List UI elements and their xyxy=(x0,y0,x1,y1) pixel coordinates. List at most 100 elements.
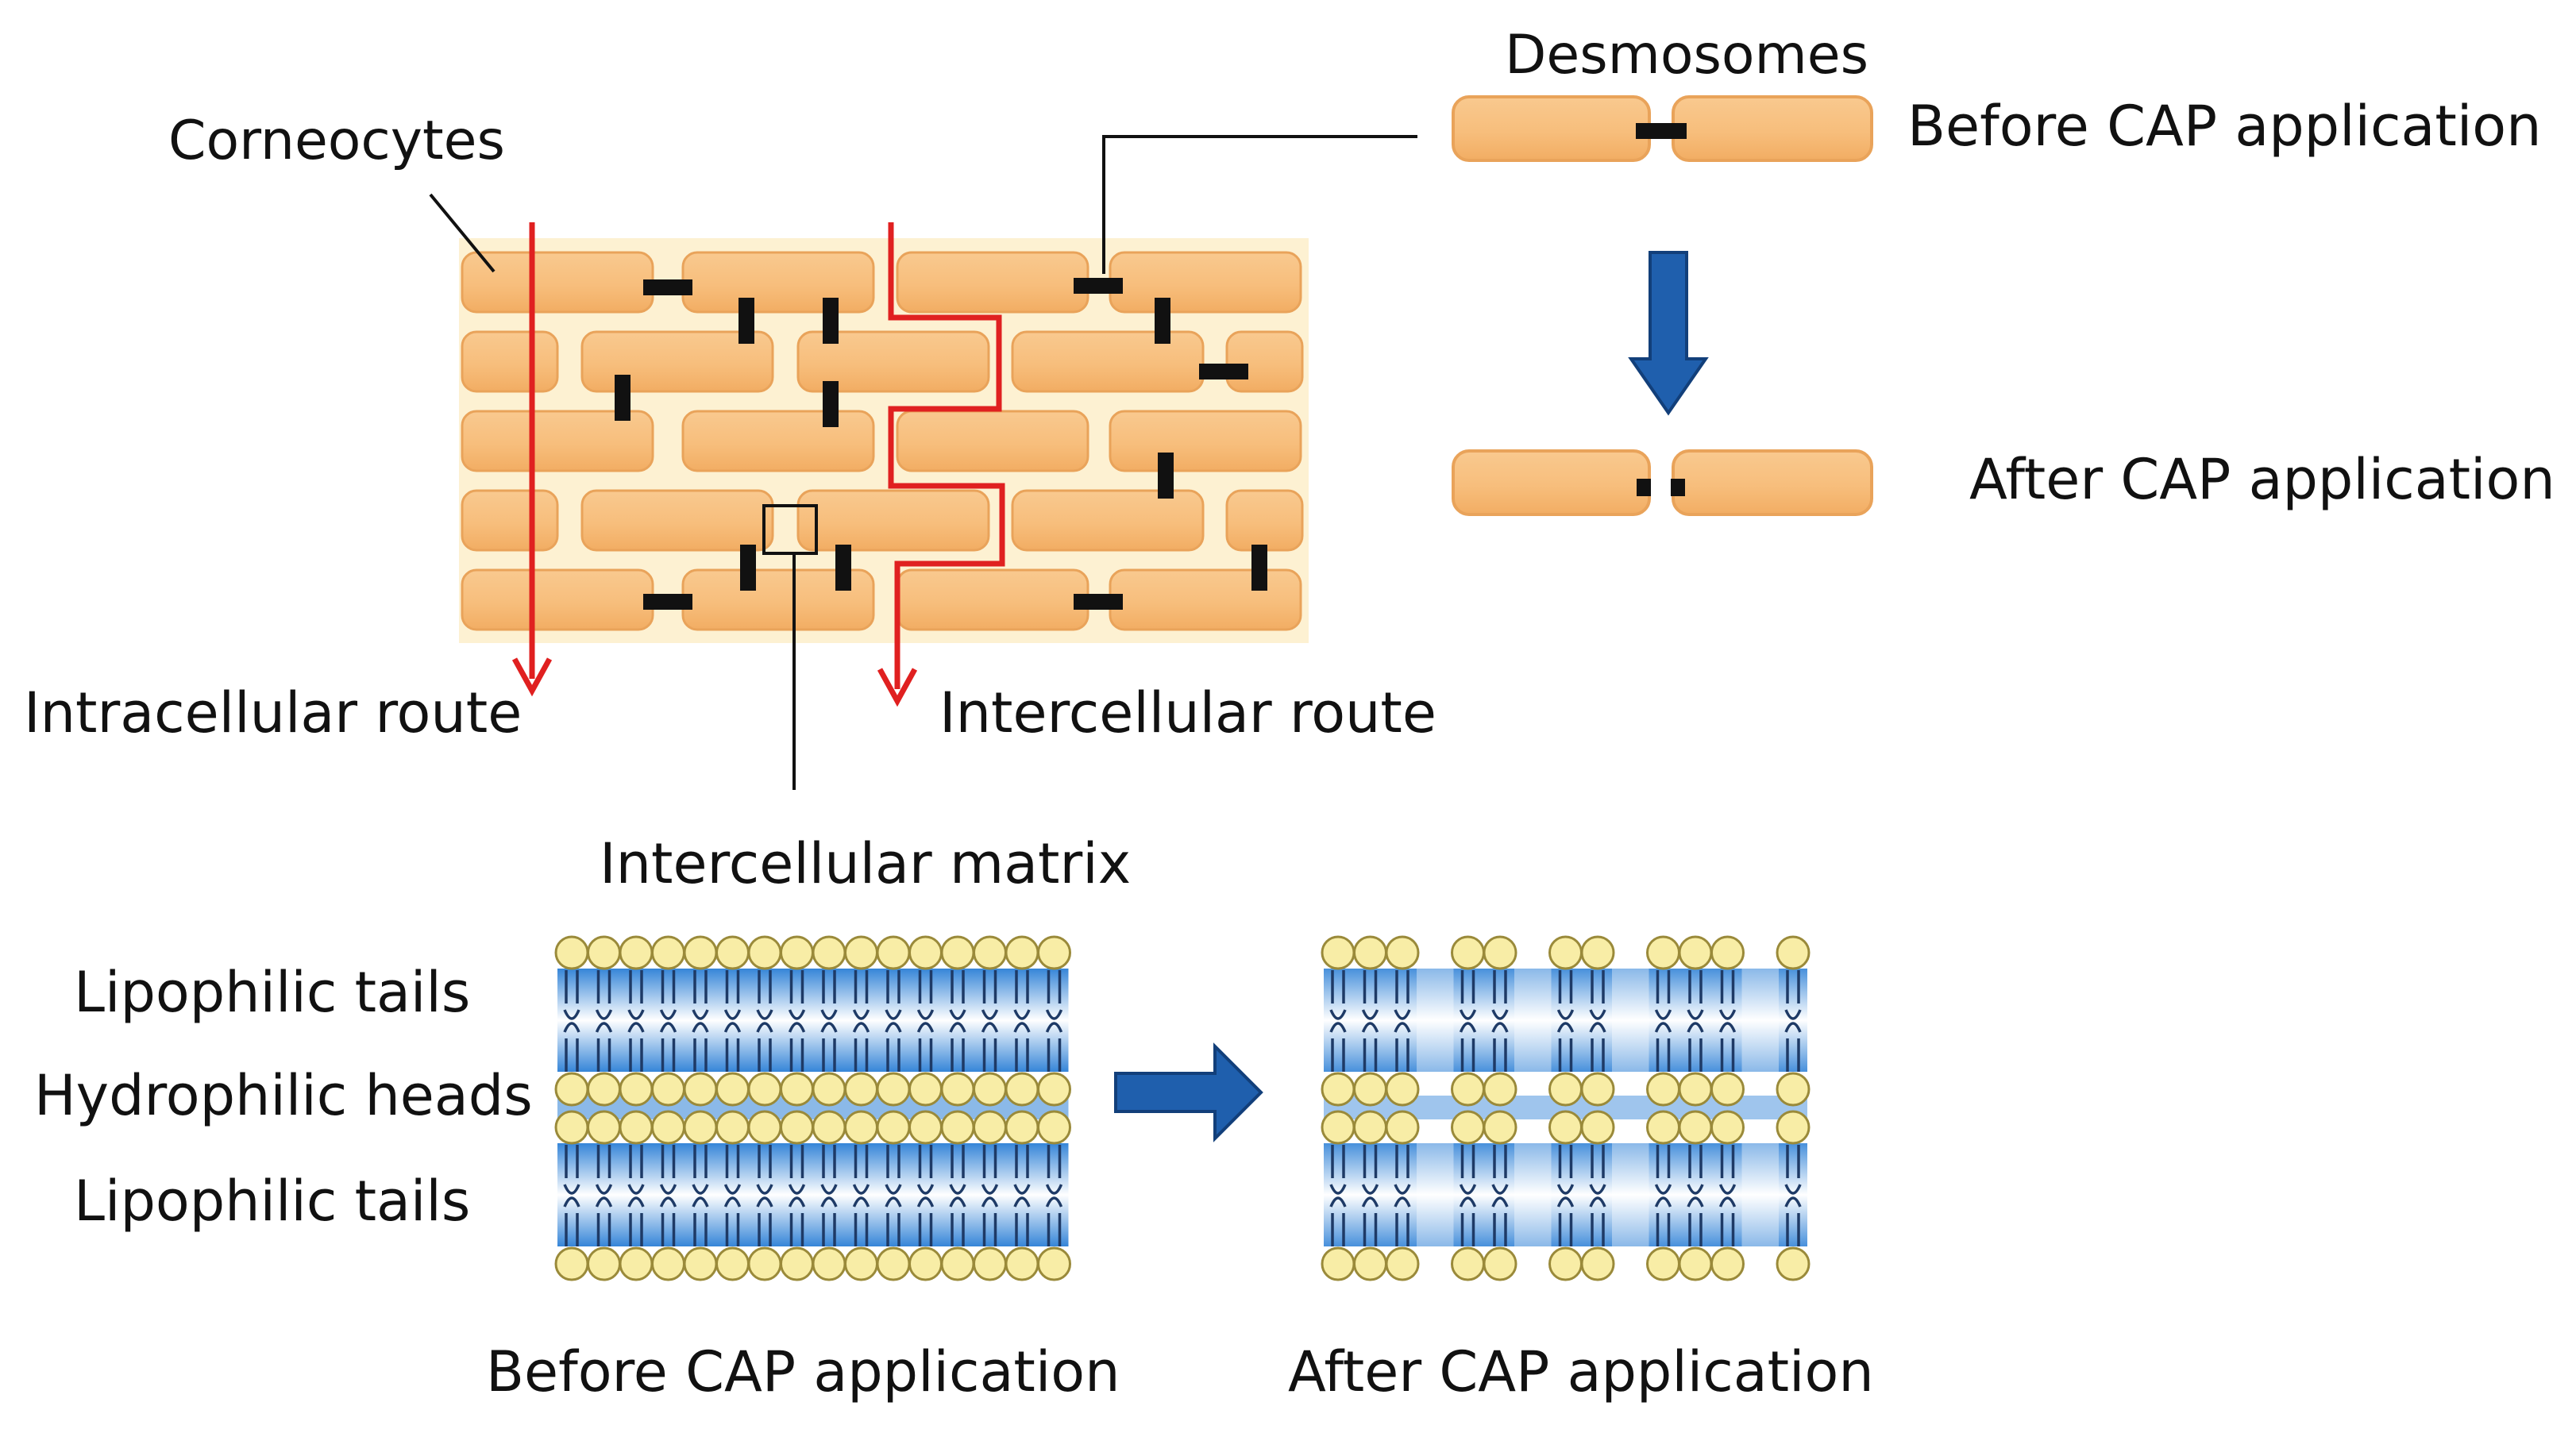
lipid-head xyxy=(619,1110,654,1145)
lipid-head xyxy=(940,1072,975,1107)
lipid-tail xyxy=(692,1145,709,1195)
lipid-head xyxy=(1385,1110,1420,1145)
lipid-tail xyxy=(1556,1022,1575,1072)
lipid-tail xyxy=(723,1022,742,1072)
lipid-tail xyxy=(981,1196,999,1246)
lipid-head xyxy=(1353,1246,1387,1281)
lipid-tail xyxy=(1361,1196,1379,1246)
lipid-tail xyxy=(595,970,613,1020)
lipid-tail xyxy=(1491,1145,1509,1195)
corneocyte xyxy=(1109,568,1302,631)
label-intercellular-matrix: Intercellular matrix xyxy=(600,831,1131,896)
lipid-head xyxy=(587,935,621,970)
lipid-head xyxy=(1451,1110,1485,1145)
lipid-tail xyxy=(659,1145,677,1195)
lipid-head xyxy=(780,1072,814,1107)
lipid-head xyxy=(1776,935,1811,970)
lipid-tail xyxy=(1556,1196,1575,1246)
lipid-tail xyxy=(756,970,773,1020)
corneocyte xyxy=(1011,330,1205,393)
lipid-band xyxy=(1779,1143,1807,1246)
lipid-head xyxy=(1646,935,1680,970)
lipid-tail xyxy=(627,1145,645,1195)
desmosome xyxy=(615,375,631,421)
lipid-tail xyxy=(885,1145,902,1195)
lipid-tail xyxy=(885,1196,902,1246)
lipid-head xyxy=(940,935,975,970)
intracellular-route-arrow xyxy=(511,222,553,697)
lipid-head xyxy=(554,1110,589,1145)
lipid-tail xyxy=(981,970,999,1020)
lipid-tail xyxy=(723,970,742,1020)
lipid-head xyxy=(1321,1246,1355,1281)
lipid-head xyxy=(1710,1110,1745,1145)
lipid-bilayer-after xyxy=(1321,935,1811,1281)
lipid-tail xyxy=(1687,1145,1704,1195)
label-lipophilic-tails-top: Lipophilic tails xyxy=(74,960,470,1025)
lipid-tail xyxy=(1589,1196,1606,1246)
lipid-tail xyxy=(692,1196,709,1246)
lipid-tail xyxy=(756,1196,773,1246)
corneocyte xyxy=(461,489,559,552)
lipid-head xyxy=(651,935,685,970)
lipid-tail xyxy=(563,970,580,1020)
lipid-head xyxy=(1678,1110,1713,1145)
lipid-head xyxy=(587,1246,621,1281)
lipid-band xyxy=(557,1143,1069,1246)
lipid-tail xyxy=(1654,1022,1672,1072)
desmosome-before xyxy=(1452,95,1873,162)
lipid-tail xyxy=(1784,1022,1802,1072)
lipid-head xyxy=(844,1110,878,1145)
corneocyte-wall xyxy=(459,238,1309,643)
lipid-head xyxy=(1353,1110,1387,1145)
lipid-band xyxy=(1324,1143,1417,1246)
lipid-head xyxy=(1321,1110,1355,1145)
lipid-head xyxy=(651,1110,685,1145)
lipid-head xyxy=(715,1246,750,1281)
lipid-tail xyxy=(627,970,645,1020)
corneocyte xyxy=(461,330,559,393)
lipid-head xyxy=(1776,1110,1811,1145)
lipid-tail xyxy=(1394,970,1411,1020)
lipid-tail xyxy=(1013,1196,1031,1246)
corneocyte xyxy=(796,330,990,393)
lipid-head xyxy=(940,1110,975,1145)
lipid-head xyxy=(1451,1072,1485,1107)
lipid-head xyxy=(1483,1110,1517,1145)
lipid-head xyxy=(1580,935,1615,970)
lipid-head xyxy=(683,1110,718,1145)
corneocyte xyxy=(461,410,654,472)
lipid-tail xyxy=(1718,1145,1737,1195)
lipid-head xyxy=(683,1072,718,1107)
corneocyte xyxy=(1011,489,1205,552)
lipid-tail xyxy=(788,970,806,1020)
lipid-head xyxy=(1580,1110,1615,1145)
lipid-head xyxy=(1776,1072,1811,1107)
lipid-head xyxy=(973,935,1007,970)
lipid-head xyxy=(1321,1072,1355,1107)
lipid-tail xyxy=(1459,1022,1477,1072)
lipid-tail xyxy=(1589,970,1606,1020)
lipid-tail xyxy=(1329,1196,1347,1246)
label-after-cap-top: After CAP application xyxy=(1969,447,2555,512)
lipid-tail xyxy=(627,1196,645,1246)
lipid-head xyxy=(1451,935,1485,970)
lipid-tail xyxy=(659,1196,677,1246)
corneocyte xyxy=(1109,251,1302,314)
right-arrow xyxy=(1114,1042,1263,1142)
desmosome xyxy=(823,298,839,344)
lipid-tail xyxy=(820,970,838,1020)
lipid-tail xyxy=(1718,970,1737,1020)
lipid-head xyxy=(1646,1072,1680,1107)
lipid-tail xyxy=(1589,1022,1606,1072)
corneocytes-leader xyxy=(429,193,496,273)
lipid-tail xyxy=(1784,1196,1802,1246)
desmosome xyxy=(1199,364,1248,379)
lipid-head xyxy=(940,1246,975,1281)
lipid-tail xyxy=(852,970,870,1020)
lipid-head xyxy=(1678,1072,1713,1107)
corneocytes xyxy=(461,251,1304,631)
lipid-tail xyxy=(756,1022,773,1072)
lipid-tail xyxy=(788,1022,806,1072)
